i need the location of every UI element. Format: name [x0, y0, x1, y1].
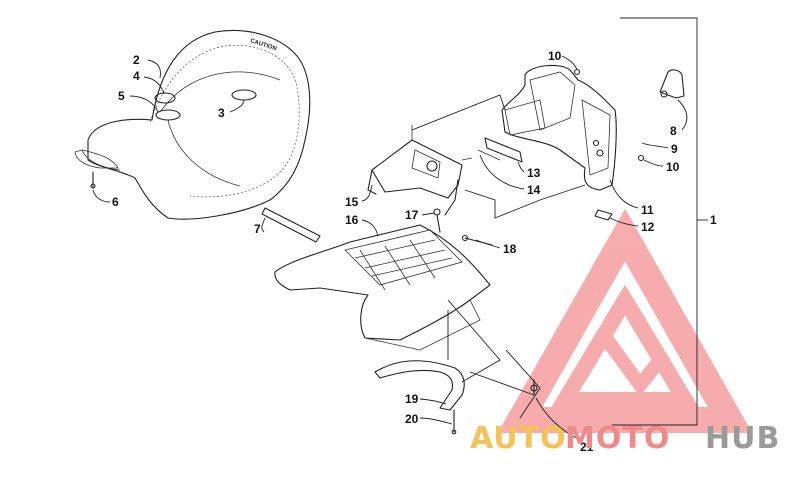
svg-text:16: 16: [345, 213, 359, 227]
watermark-hub: HUB: [705, 421, 780, 456]
seat-bracket-15: [367, 125, 473, 216]
seat-base-16: [274, 224, 491, 351]
callout-2: 2: [133, 53, 161, 79]
pin-17: [433, 208, 441, 233]
svg-text:8: 8: [670, 124, 677, 138]
svg-text:9: 9: [671, 142, 678, 156]
callout-1: 1: [704, 213, 717, 227]
screw-21: [530, 379, 538, 396]
svg-text:15: 15: [345, 195, 359, 209]
strap-3: [231, 89, 257, 101]
svg-text:21: 21: [580, 440, 594, 454]
callout-5: 5: [118, 89, 159, 113]
svg-text:10: 10: [548, 49, 562, 63]
callout-11: 11: [609, 179, 654, 217]
tube-19: [374, 360, 465, 411]
callout-10a: 10: [548, 49, 578, 71]
svg-text:12: 12: [641, 220, 655, 234]
backrest-assembly: [477, 64, 685, 221]
svg-text:19: 19: [405, 392, 419, 406]
screw-20: [451, 409, 457, 435]
svg-text:14: 14: [527, 183, 541, 197]
callout-18: 18: [475, 239, 517, 256]
svg-text:17: 17: [405, 208, 419, 222]
callout-6: 6: [92, 189, 119, 209]
callout-17: 17: [405, 208, 435, 222]
svg-text:20: 20: [405, 412, 419, 426]
assembly-bracket: [612, 17, 704, 426]
svg-text:3: 3: [218, 106, 225, 120]
svg-text:2: 2: [133, 53, 140, 67]
watermark-wordmark: AUTO MOTO HUB: [470, 421, 780, 456]
callout-15: 15: [345, 184, 373, 209]
callout-21: 21: [535, 397, 594, 454]
svg-text:7: 7: [254, 222, 261, 236]
watermark-logo: [497, 208, 753, 433]
callout-14: 14: [479, 154, 541, 197]
callout-7: 7: [254, 217, 266, 236]
callout-3: 3: [218, 99, 245, 120]
strap-4: [154, 92, 176, 104]
callout-4: 4: [133, 69, 165, 95]
seat-caution-label: CAUTION: [249, 38, 277, 52]
strip-7: [261, 207, 321, 243]
svg-text:1: 1: [710, 213, 717, 227]
callout-9: 9: [641, 142, 678, 156]
svg-text:4: 4: [133, 69, 140, 83]
callout-8: 8: [670, 99, 688, 138]
watermark-auto: AUTO: [470, 421, 567, 456]
callout-10b: 10: [643, 159, 680, 174]
leader-lines: [411, 94, 586, 419]
callout-20: 20: [405, 412, 453, 426]
strap-5: [155, 109, 181, 121]
watermark-moto: MOTO: [565, 421, 670, 456]
callout-19: 19: [405, 392, 447, 406]
svg-text:10: 10: [666, 160, 680, 174]
svg-text:6: 6: [112, 195, 119, 209]
screw-6: [90, 171, 96, 189]
callout-12: 12: [609, 217, 655, 234]
svg-text:11: 11: [641, 203, 654, 217]
callout-16: 16: [345, 213, 379, 237]
seat-cushion: CAUTION: [74, 29, 311, 220]
svg-text:5: 5: [118, 89, 125, 103]
svg-text:18: 18: [503, 242, 517, 256]
svg-text:13: 13: [527, 166, 541, 180]
callout-13: 13: [517, 161, 541, 180]
